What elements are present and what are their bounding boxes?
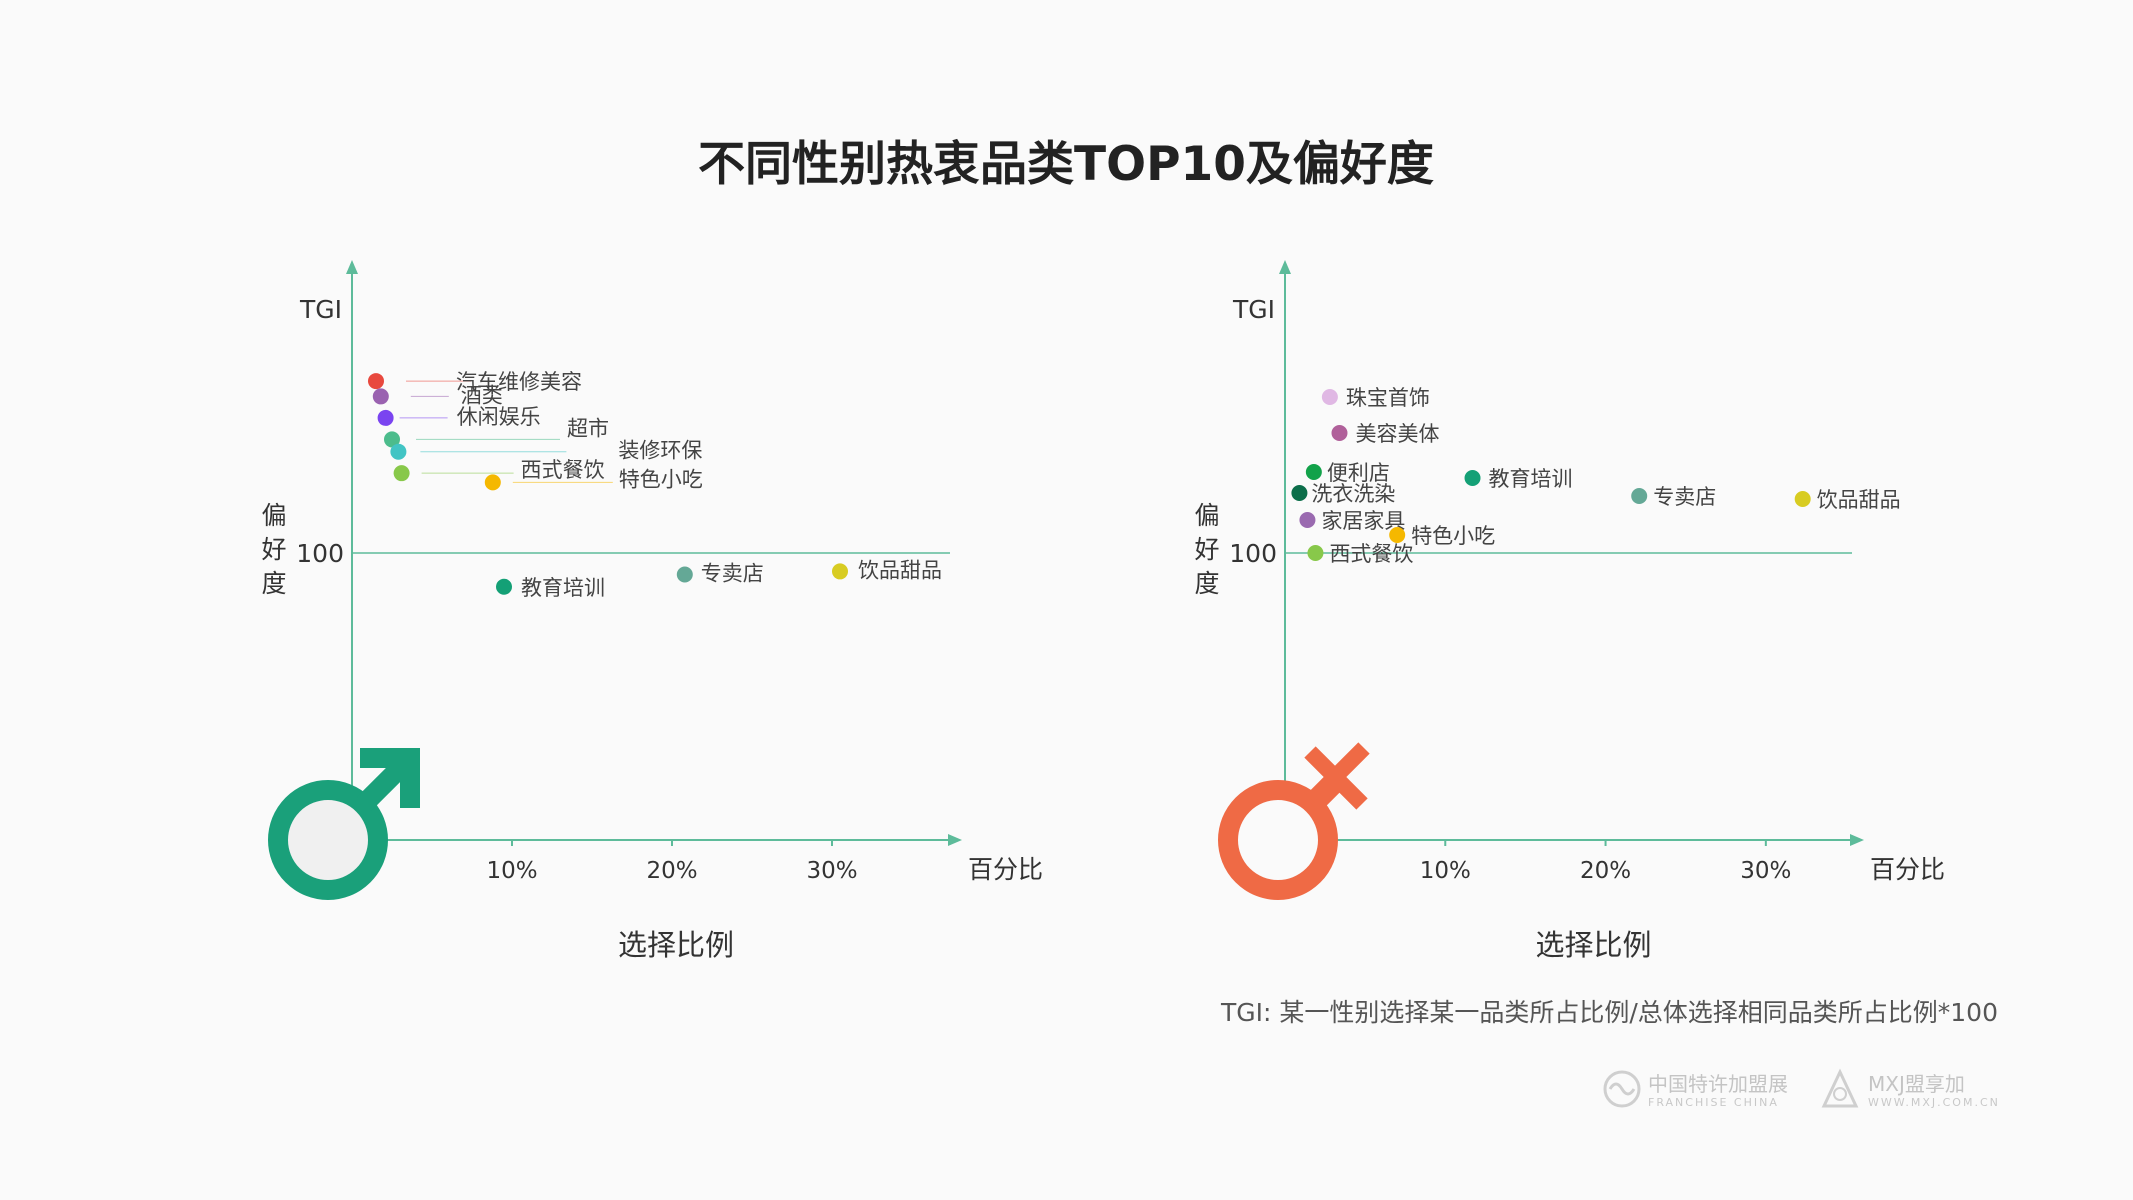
male-symbol-ring xyxy=(268,780,388,900)
data-label: 教育培训 xyxy=(521,576,605,600)
y-axis-top-label: TGI xyxy=(299,295,342,324)
y-axis-side-char: 度 xyxy=(1194,569,1219,598)
brand-franchise-china: 中国特许加盟展 FRANCHISE CHINA xyxy=(1603,1070,1788,1109)
data-label: 装修环保 xyxy=(618,439,702,463)
data-label: 酒类 xyxy=(461,383,503,407)
x-tick-label: 20% xyxy=(646,858,697,884)
data-label: 超市 xyxy=(567,416,609,440)
data-point xyxy=(496,578,512,595)
y-axis-side-char: 偏 xyxy=(1194,501,1219,530)
male-symbol-arrowhead xyxy=(360,748,420,808)
male-symbol-icon xyxy=(268,748,420,900)
data-point xyxy=(368,373,384,390)
y-axis-side-char: 偏 xyxy=(261,501,286,530)
y-axis-arrow-icon xyxy=(1279,260,1291,274)
franchise-china-logo-icon xyxy=(1603,1070,1641,1108)
brand-mxj: MXJ盟享加 WWW.MXJ.COM.CN xyxy=(1821,1068,2000,1109)
y-axis-top-label: TGI xyxy=(1232,295,1275,324)
female-symbol-bar-b xyxy=(1306,742,1370,806)
brand-sub: FRANCHISE CHINA xyxy=(1648,1096,1779,1109)
data-point xyxy=(1307,545,1324,561)
data-point xyxy=(1299,512,1316,528)
y-axis-side-char: 度 xyxy=(261,569,286,598)
y-axis-side-char: 好 xyxy=(261,535,286,564)
data-label: 珠宝首饰 xyxy=(1346,386,1430,410)
data-label: 便利店 xyxy=(1327,461,1390,485)
data-label: 专卖店 xyxy=(1653,485,1716,509)
data-label: 教育培训 xyxy=(1489,467,1573,491)
female-symbol-ring xyxy=(1218,780,1338,900)
data-point xyxy=(484,474,501,491)
x-axis-end-label: 百分比 xyxy=(1870,855,1945,884)
data-label: 西式餐饮 xyxy=(1329,542,1413,566)
data-point xyxy=(1291,485,1308,501)
brand-name: 中国特许加盟展 xyxy=(1648,1072,1788,1096)
x-tick-label: 30% xyxy=(1740,858,1791,884)
x-axis-arrow-icon xyxy=(948,834,962,846)
data-point xyxy=(384,431,400,448)
data-point xyxy=(1794,491,1811,507)
data-point xyxy=(377,409,394,426)
data-label: 洗衣洗染 xyxy=(1311,482,1395,506)
x-axis-title: 选择比例 xyxy=(618,928,734,962)
x-axis-arrow-icon xyxy=(1850,834,1864,846)
data-point xyxy=(390,443,407,460)
data-point xyxy=(676,566,693,583)
x-tick-label: 20% xyxy=(1580,858,1631,884)
data-point xyxy=(372,388,389,405)
x-axis-title: 选择比例 xyxy=(1535,928,1651,962)
data-label: 西式餐饮 xyxy=(521,458,605,482)
data-point xyxy=(1464,470,1481,486)
x-tick-label: 10% xyxy=(486,858,537,884)
brand-sub: WWW.MXJ.COM.CN xyxy=(1868,1096,2000,1109)
data-point xyxy=(1389,527,1406,543)
data-point xyxy=(1331,425,1348,441)
y-axis-side-char: 好 xyxy=(1194,535,1219,564)
y-reference-label: 100 xyxy=(296,539,344,568)
data-label: 饮品甜品 xyxy=(858,558,942,582)
y-reference-label: 100 xyxy=(1229,539,1277,568)
data-label: 专卖店 xyxy=(701,561,764,585)
mxj-logo-icon xyxy=(1821,1068,1859,1108)
data-label: 特色小吃 xyxy=(1411,524,1495,548)
female-symbol-icon xyxy=(1218,742,1370,900)
data-label: 休闲娱乐 xyxy=(457,405,541,429)
data-label: 汽车维修美容 xyxy=(456,370,582,394)
data-point xyxy=(393,465,410,482)
y-axis-arrow-icon xyxy=(346,260,358,274)
data-label: 美容美体 xyxy=(1355,422,1439,446)
data-point xyxy=(1321,389,1338,405)
data-point xyxy=(1305,464,1322,480)
data-label: 饮品甜品 xyxy=(1817,488,1901,512)
x-axis-end-label: 百分比 xyxy=(968,855,1043,884)
x-tick-label: 30% xyxy=(806,858,857,884)
data-label: 家居家具 xyxy=(1321,509,1405,533)
data-point xyxy=(832,563,848,580)
chart-title: 不同性别热衷品类TOP10及偏好度 xyxy=(698,137,1434,192)
brand-name: MXJ盟享加 xyxy=(1868,1072,1965,1096)
x-tick-label: 10% xyxy=(1420,858,1471,884)
data-point xyxy=(1631,488,1648,504)
tgi-footnote: TGI: 某一性别选择某一品类所占比例/总体选择相同品类所占比例*100 xyxy=(1220,998,1998,1027)
data-label: 特色小吃 xyxy=(619,467,703,491)
